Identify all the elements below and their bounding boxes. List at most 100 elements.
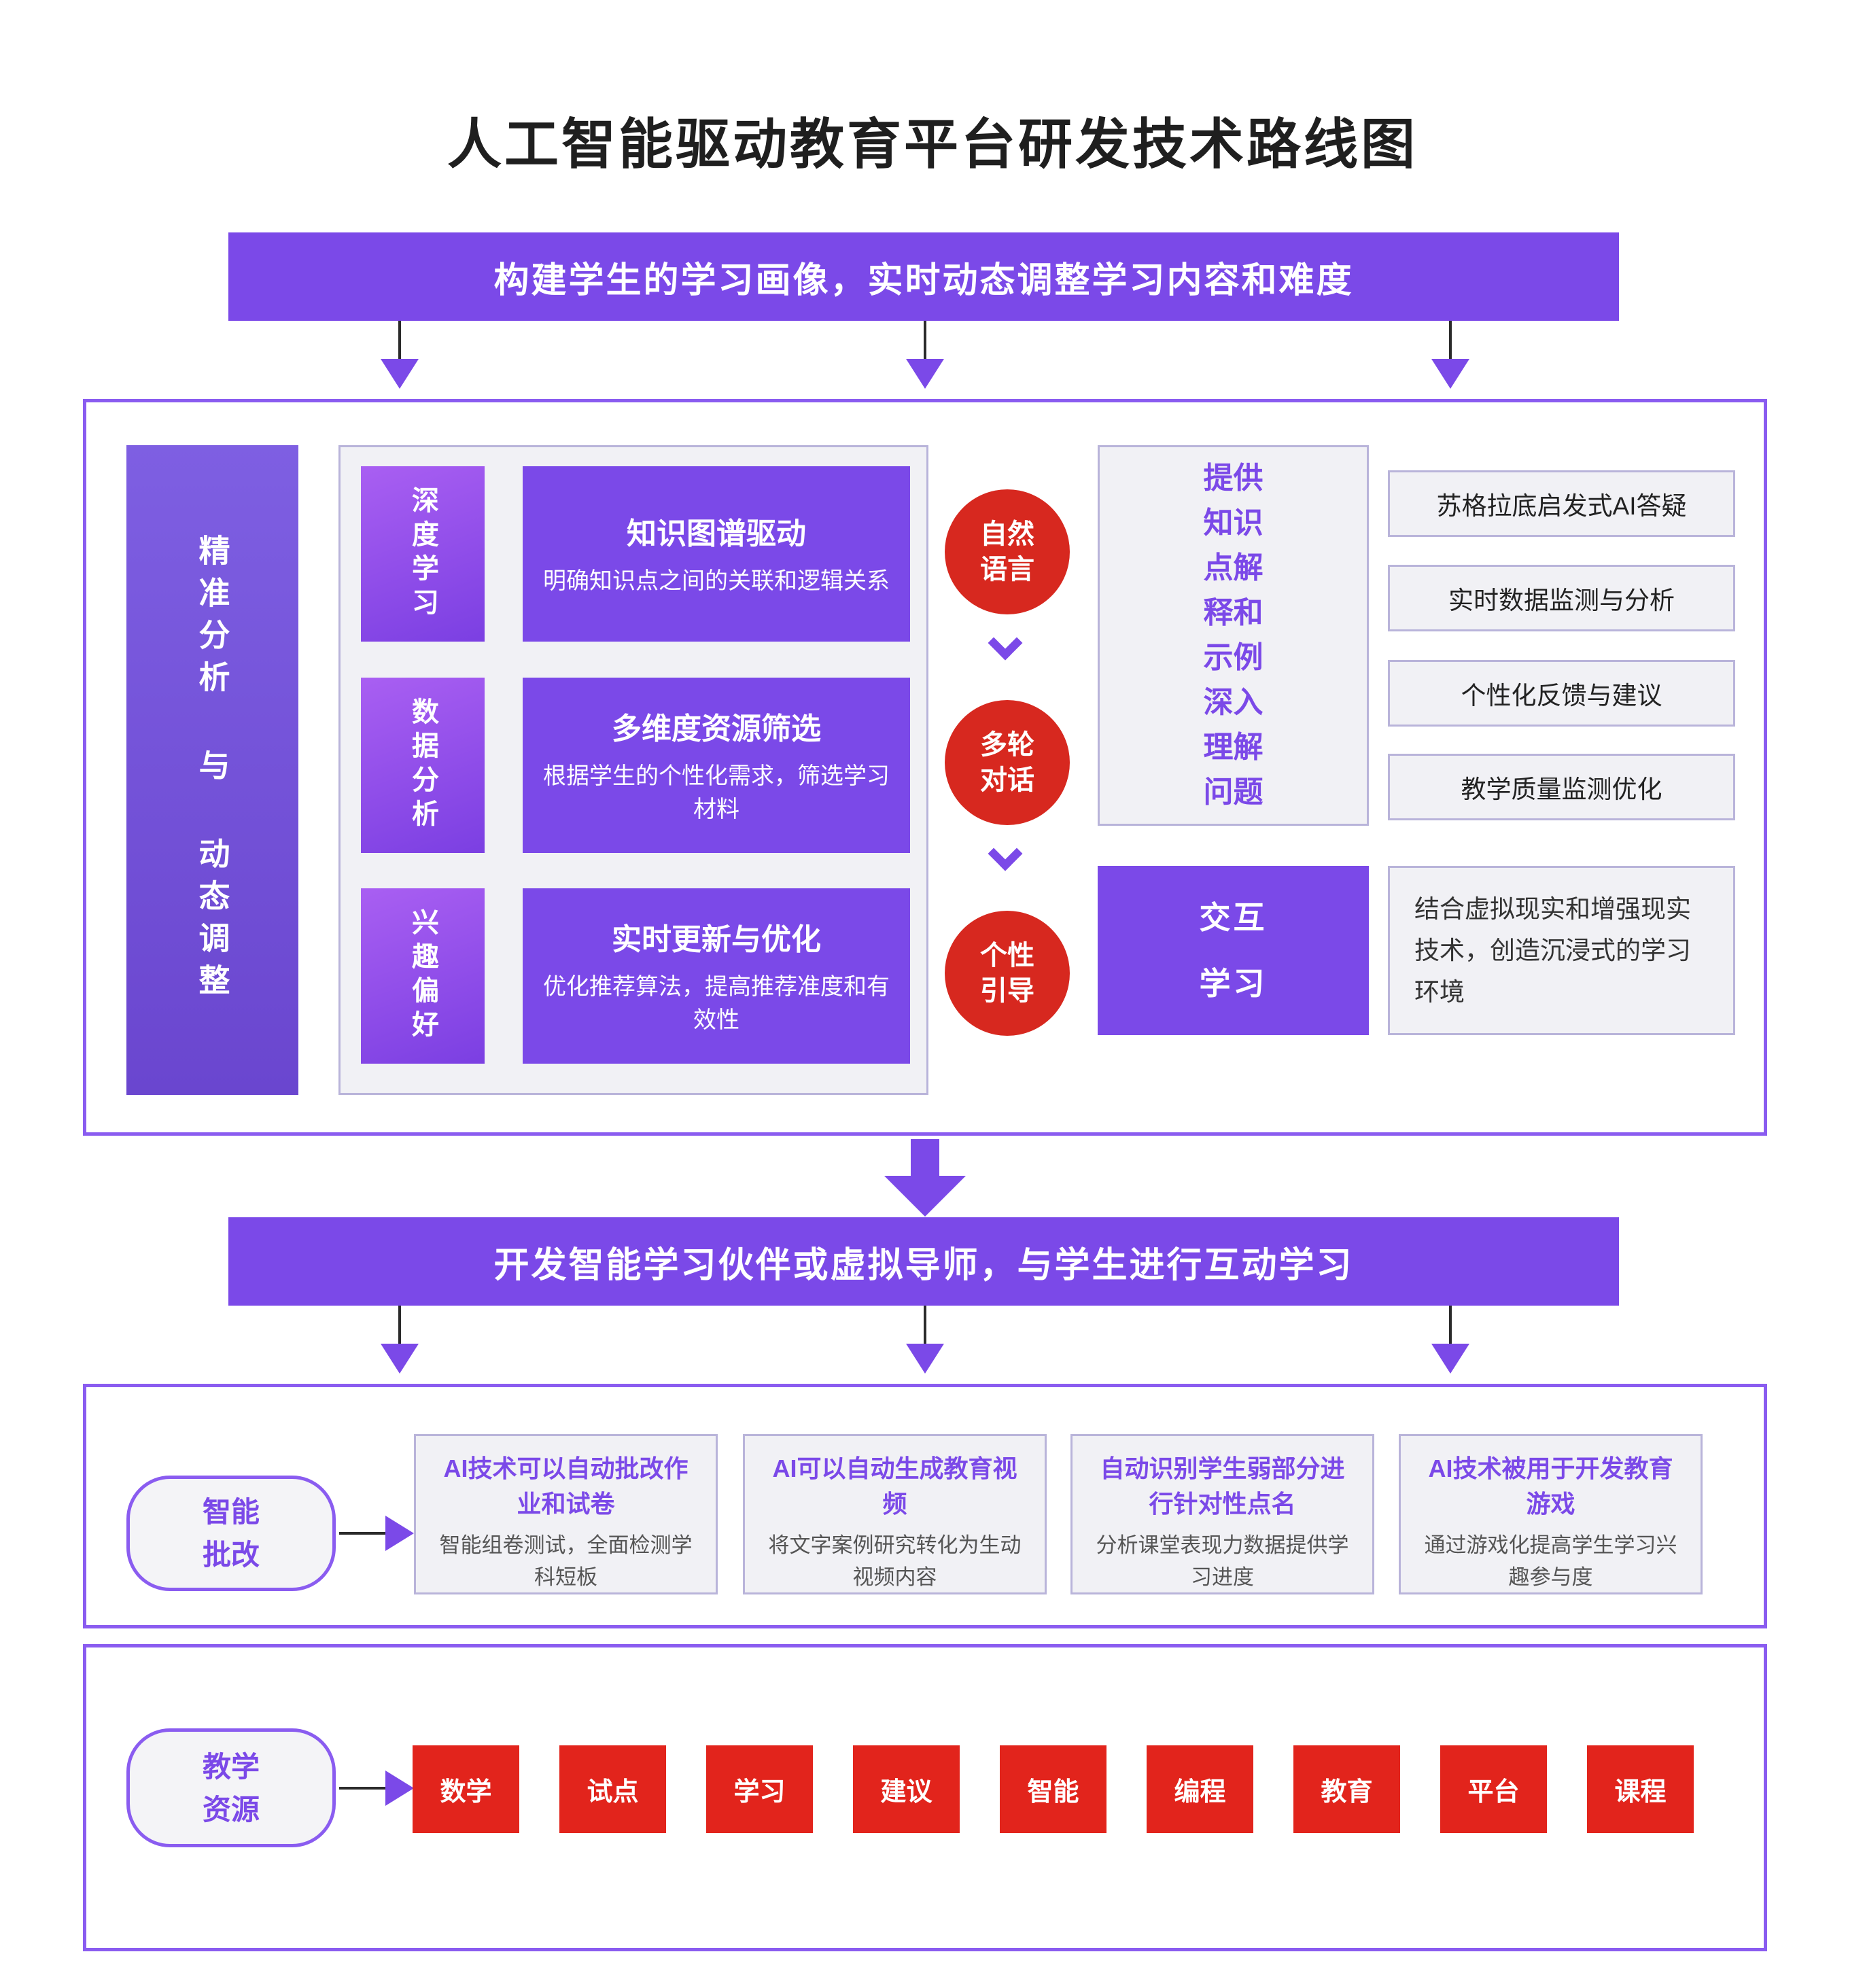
grading-section: 智能 批改 AI技术可以自动批改作业和试卷 智能组卷测试，全面检测学科短板 AI… (83, 1384, 1767, 1628)
pill-smart-grading: 智能 批改 (126, 1476, 336, 1591)
ai-card-title: AI可以自动生成教育视频 (772, 1454, 1017, 1518)
matrix-row: 数据分析 多维度资源筛选 根据学生的个性化需求，筛选学习材料 (361, 678, 910, 853)
arrow-head-icon (1431, 359, 1469, 389)
row-content-desc: 根据学生的个性化需求，筛选学习材料 (543, 763, 890, 822)
feature-item-text: 个性化反馈与建议 (1461, 682, 1662, 710)
row-content: 多维度资源筛选 根据学生的个性化需求，筛选学习材料 (523, 678, 910, 853)
page-title: 人工智能驱动教育平台研发技术路线图 (447, 114, 1418, 175)
middle-banner: 开发智能学习伙伴或虚拟导师，与学生进行互动学习 (228, 1217, 1619, 1306)
circle-natural-language: 自然语言 (945, 489, 1070, 614)
resource-tag: 教育 (1293, 1745, 1400, 1833)
arrow-stem (398, 1306, 401, 1344)
circle-personal-guide: 个性引导 (945, 911, 1070, 1036)
feature-item-text: 苏格拉底启发式AI答疑 (1436, 492, 1687, 520)
row-tag-text: 兴趣偏好 (408, 908, 438, 1044)
resource-tag: 学习 (706, 1745, 813, 1833)
vr-description-text: 结合虚拟现实和增强现实技术，创造沉浸式的学习环境 (1414, 894, 1691, 1007)
arrow-head-icon (385, 1771, 414, 1806)
resource-tag: 智能 (1000, 1745, 1106, 1833)
resource-tag: 课程 (1587, 1745, 1694, 1833)
matrix-row: 兴趣偏好 实时更新与优化 优化推荐算法，提高推荐准度和有效性 (361, 888, 910, 1064)
arrow-stem (911, 1139, 939, 1176)
ai-card: AI技术被用于开发教育游戏 通过游戏化提高学生学习兴趣参与度 (1399, 1434, 1703, 1594)
arrow-head-icon (906, 1344, 944, 1374)
row-tag-text: 数据分析 (408, 697, 438, 833)
row-tag-text: 深度学习 (408, 486, 438, 622)
down-arrow (1431, 321, 1469, 389)
arrow-head-icon (381, 359, 419, 389)
row-content-title: 实时更新与优化 (612, 922, 821, 956)
arrow-head-icon (1431, 1344, 1469, 1374)
resource-tag: 编程 (1147, 1745, 1253, 1833)
resources-section: 教学 资源 数学 试点 学习 建议 智能 编程 教育 平台 课程 (83, 1644, 1767, 1951)
resource-tag: 平台 (1440, 1745, 1547, 1833)
circle-multi-turn-dialog: 多轮对话 (945, 700, 1070, 825)
circle-text: 多轮对话 (980, 730, 1034, 795)
arrow-head-icon (381, 1344, 419, 1374)
arrow-stem (1449, 321, 1452, 359)
learning-matrix: 深度学习 知识图谱驱动 明确知识点之间的关联和逻辑关系 数据分析 多维度资源筛选… (338, 445, 928, 1095)
resource-tag: 试点 (559, 1745, 666, 1833)
arrow-stem (398, 321, 401, 359)
ai-card-desc: 分析课堂表现力数据提供学习进度 (1096, 1533, 1349, 1589)
down-arrow (1431, 1306, 1469, 1374)
big-down-arrow (884, 1139, 966, 1217)
row-content: 实时更新与优化 优化推荐算法，提高推荐准度和有效性 (523, 888, 910, 1064)
ai-card: AI可以自动生成教育视频 将文字案例研究转化为生动视频内容 (743, 1434, 1047, 1594)
interactive-learning-box: 交互 学习 (1098, 866, 1369, 1035)
resource-tag: 数学 (413, 1745, 519, 1833)
ai-card: 自动识别学生弱部分进行针对性点名 分析课堂表现力数据提供学习进度 (1070, 1434, 1374, 1594)
arrow-head-icon (385, 1516, 414, 1551)
matrix-row: 深度学习 知识图谱驱动 明确知识点之间的关联和逻辑关系 (361, 466, 910, 642)
feature-item: 教学质量监测优化 (1388, 754, 1735, 820)
row-tag: 数据分析 (361, 678, 485, 853)
middle-banner-text: 开发智能学习伙伴或虚拟导师，与学生进行互动学习 (493, 1245, 1354, 1285)
row-tag: 深度学习 (361, 466, 485, 642)
feature-item-text: 实时数据监测与分析 (1448, 587, 1675, 614)
circle-text: 个性引导 (980, 941, 1034, 1006)
right-arrow (339, 1771, 414, 1806)
pill-teaching-resources: 教学 资源 (126, 1728, 336, 1847)
down-arrow (906, 1306, 944, 1374)
resource-tag: 建议 (853, 1745, 960, 1833)
analysis-section: 精准分析 与 动态调整 深度学习 知识图谱驱动 明确知识点之间的关联和逻辑关系 … (83, 399, 1767, 1136)
row-content-desc: 优化推荐算法，提高推荐准度和有效性 (543, 973, 890, 1033)
ai-card-desc: 将文字案例研究转化为生动视频内容 (768, 1533, 1022, 1589)
provide-knowledge-text: 提供知识点解释和示例深入理解问题 (1203, 461, 1263, 809)
ai-card-title: AI技术可以自动批改作业和试卷 (443, 1454, 689, 1518)
arrow-stem (339, 1787, 385, 1790)
arrow-head-icon (906, 359, 944, 389)
circle-text: 自然语言 (980, 519, 1034, 585)
right-arrow (339, 1516, 414, 1551)
provide-knowledge-box: 提供知识点解释和示例深入理解问题 (1098, 445, 1369, 826)
down-arrow (381, 321, 419, 389)
arrow-stem (339, 1532, 385, 1535)
top-banner: 构建学生的学习画像，实时动态调整学习内容和难度 (228, 232, 1619, 321)
ai-card-title: 自动识别学生弱部分进行针对性点名 (1100, 1454, 1345, 1518)
left-vertical-label-text: 精准分析 与 动态调整 (194, 534, 230, 1006)
resource-tags-row: 数学 试点 学习 建议 智能 编程 教育 平台 课程 (413, 1745, 1694, 1833)
ai-card-desc: 智能组卷测试，全面检测学科短板 (439, 1533, 693, 1589)
down-arrow (381, 1306, 419, 1374)
row-content-title: 知识图谱驱动 (627, 517, 806, 551)
chevron-down-icon (988, 836, 1023, 871)
chevron-down-icon (988, 625, 1023, 661)
arrow-stem (924, 1306, 926, 1344)
ai-card: AI技术可以自动批改作业和试卷 智能组卷测试，全面检测学科短板 (414, 1434, 718, 1594)
feature-item-text: 教学质量监测优化 (1461, 775, 1662, 803)
arrow-stem (924, 321, 926, 359)
left-vertical-label: 精准分析 与 动态调整 (126, 445, 298, 1095)
ai-card-title: AI技术被用于开发教育游戏 (1428, 1454, 1673, 1518)
vr-description-box: 结合虚拟现实和增强现实技术，创造沉浸式的学习环境 (1388, 866, 1735, 1035)
row-content: 知识图谱驱动 明确知识点之间的关联和逻辑关系 (523, 466, 910, 642)
feature-item: 个性化反馈与建议 (1388, 660, 1735, 727)
ai-card-desc: 通过游戏化提高学生学习兴趣参与度 (1424, 1533, 1677, 1589)
row-content-desc: 明确知识点之间的关联和逻辑关系 (543, 568, 890, 595)
arrow-stem (1449, 1306, 1452, 1344)
feature-item: 苏格拉底启发式AI答疑 (1388, 470, 1735, 537)
feature-item: 实时数据监测与分析 (1388, 565, 1735, 631)
arrow-head-icon (884, 1176, 966, 1217)
row-tag: 兴趣偏好 (361, 888, 485, 1064)
row-content-title: 多维度资源筛选 (612, 712, 821, 746)
